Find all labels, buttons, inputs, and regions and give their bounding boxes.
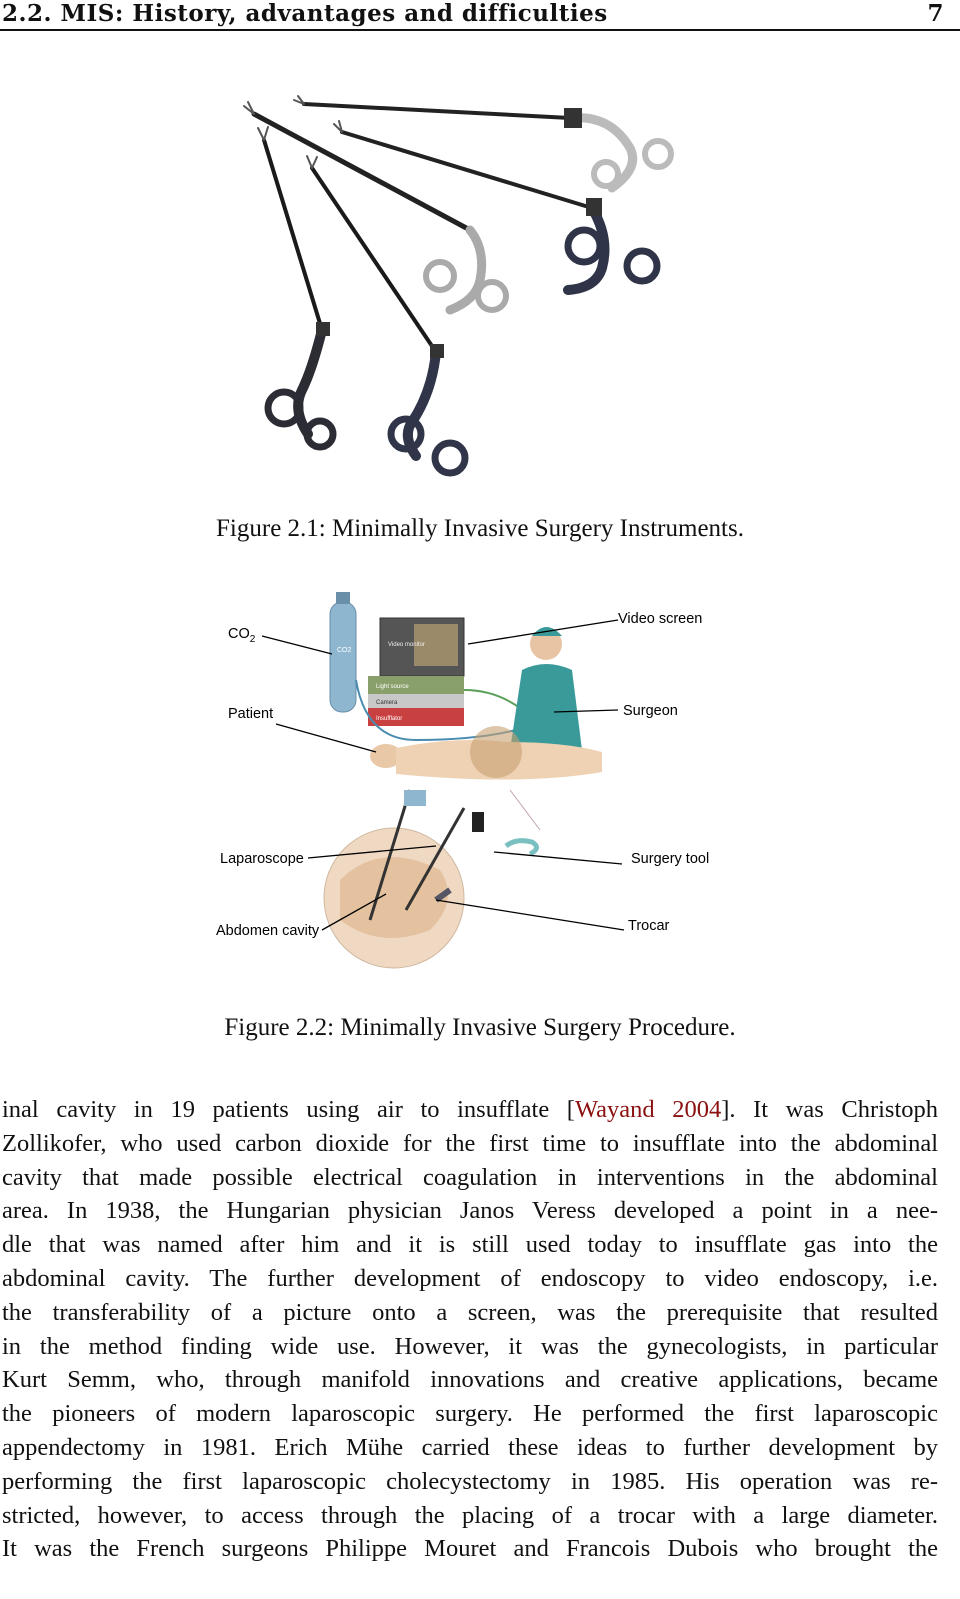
svg-text:Video monitor: Video monitor — [388, 642, 425, 648]
citation-link[interactable]: Wayand 2004 — [574, 1096, 722, 1123]
text-line: in the method finding wide use. However,… — [2, 1332, 938, 1360]
svg-text:Camera: Camera — [376, 700, 398, 706]
text-line: appendectomy in 1981. Erich Mühe carried… — [2, 1433, 938, 1461]
section-title: 2.2. MIS: History, advantages and diffic… — [2, 0, 608, 27]
text-line: the pioneers of modern laparoscopic surg… — [2, 1400, 938, 1428]
co2-tank-icon — [329, 601, 357, 713]
svg-text:Light source: Light source — [376, 684, 409, 690]
figure-2-1-caption: Figure 2.1: Minimally Invasive Surgery I… — [216, 515, 744, 542]
text-line: inal cavity in 19 patients using air to … — [2, 1096, 939, 1123]
running-header: 2.2. MIS: History, advantages and diffic… — [0, 0, 960, 31]
svg-text:Insufflator: Insufflator — [376, 716, 402, 722]
text-line: abdominal cavity. The further developmen… — [2, 1264, 938, 1292]
label-patient: Patient — [228, 706, 273, 722]
label-laparoscope: Laparoscope — [220, 851, 304, 867]
page-number: 7 — [927, 0, 944, 27]
label-surgeon: Surgeon — [623, 703, 678, 719]
label-co2: CO2 — [228, 626, 256, 645]
text-line: stricted, however, to access through the… — [2, 1501, 938, 1529]
label-video-screen: Video screen — [618, 611, 702, 627]
text-line: cavity that made possible electrical coa… — [2, 1163, 938, 1191]
text-line: Kurt Semm, who, through manifold innovat… — [2, 1366, 938, 1394]
text-line: area. In 1938, the Hungarian physician J… — [2, 1197, 938, 1225]
label-trocar: Trocar — [628, 918, 670, 934]
body-paragraph: inal cavity in 19 patients using air to … — [2, 1093, 938, 1566]
text-line: the transferability of a picture onto a … — [2, 1298, 938, 1326]
text-line: It was the French surgeons Philippe Mour… — [2, 1535, 938, 1563]
surgical-instruments-image — [243, 95, 674, 477]
text-line: Zollikofer, who used carbon dioxide for … — [2, 1129, 938, 1157]
label-abdomen-cavity: Abdomen cavity — [216, 923, 320, 939]
label-surgery-tool: Surgery tool — [631, 851, 709, 867]
text-line: performing the first laparoscopic cholec… — [2, 1467, 938, 1495]
surgery-procedure-diagram: CO2 Video monitor Light source Camera In… — [216, 592, 709, 969]
text-line: dle that was named after him and it is s… — [2, 1231, 938, 1259]
figure-2-2-caption: Figure 2.2: Minimally Invasive Surgery P… — [224, 1014, 736, 1041]
svg-text:CO2: CO2 — [337, 647, 352, 654]
